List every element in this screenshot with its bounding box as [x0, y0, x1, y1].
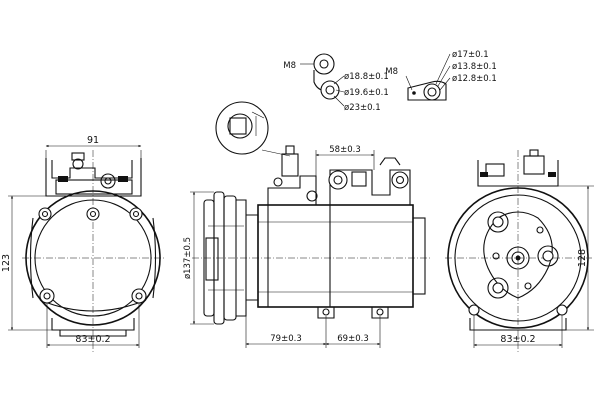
front-height-dim: 123	[1, 254, 12, 272]
port-right-thread: M8	[385, 67, 398, 77]
port-right-dim-1: ø17±0.1	[452, 50, 489, 60]
port-left-thread: M8	[283, 61, 296, 71]
port-left-dim-1: ø18.8±0.1	[344, 72, 389, 82]
front-bottom-dim: 83±0.2	[75, 334, 110, 345]
side-bottom-left-dim: 79±0.3	[270, 334, 301, 344]
rear-height-dim: 128	[577, 249, 588, 267]
port-left-dim-3: ø23±0.1	[344, 103, 381, 113]
front-view: 91 123 83±0.2	[1, 135, 165, 352]
rear-view: 128 83±0.2	[445, 149, 594, 352]
rear-bottom-dim: 83±0.2	[500, 334, 535, 345]
side-bottom-right-dim: 69±0.3	[337, 334, 368, 344]
pulley-diameter-dim: ø137±0.5	[183, 237, 193, 279]
port-left-dim-2: ø19.6±0.1	[344, 88, 389, 98]
front-width-dim: 91	[87, 135, 99, 146]
port-right-dim-3: ø12.8±0.1	[452, 74, 497, 84]
port-detail-left: M8 ø18.8±0.1 ø19.6±0.1 ø23±0.1	[283, 53, 389, 113]
side-view: ø137±0.5 58±0.3 79±0.3 69±0.3	[183, 101, 430, 348]
side-top-dim: 58±0.3	[329, 145, 360, 155]
port-detail-right: M8 ø17±0.1 ø13.8±0.1 ø12.8±0.1	[385, 50, 497, 101]
port-right-dim-2: ø13.8±0.1	[452, 62, 497, 72]
